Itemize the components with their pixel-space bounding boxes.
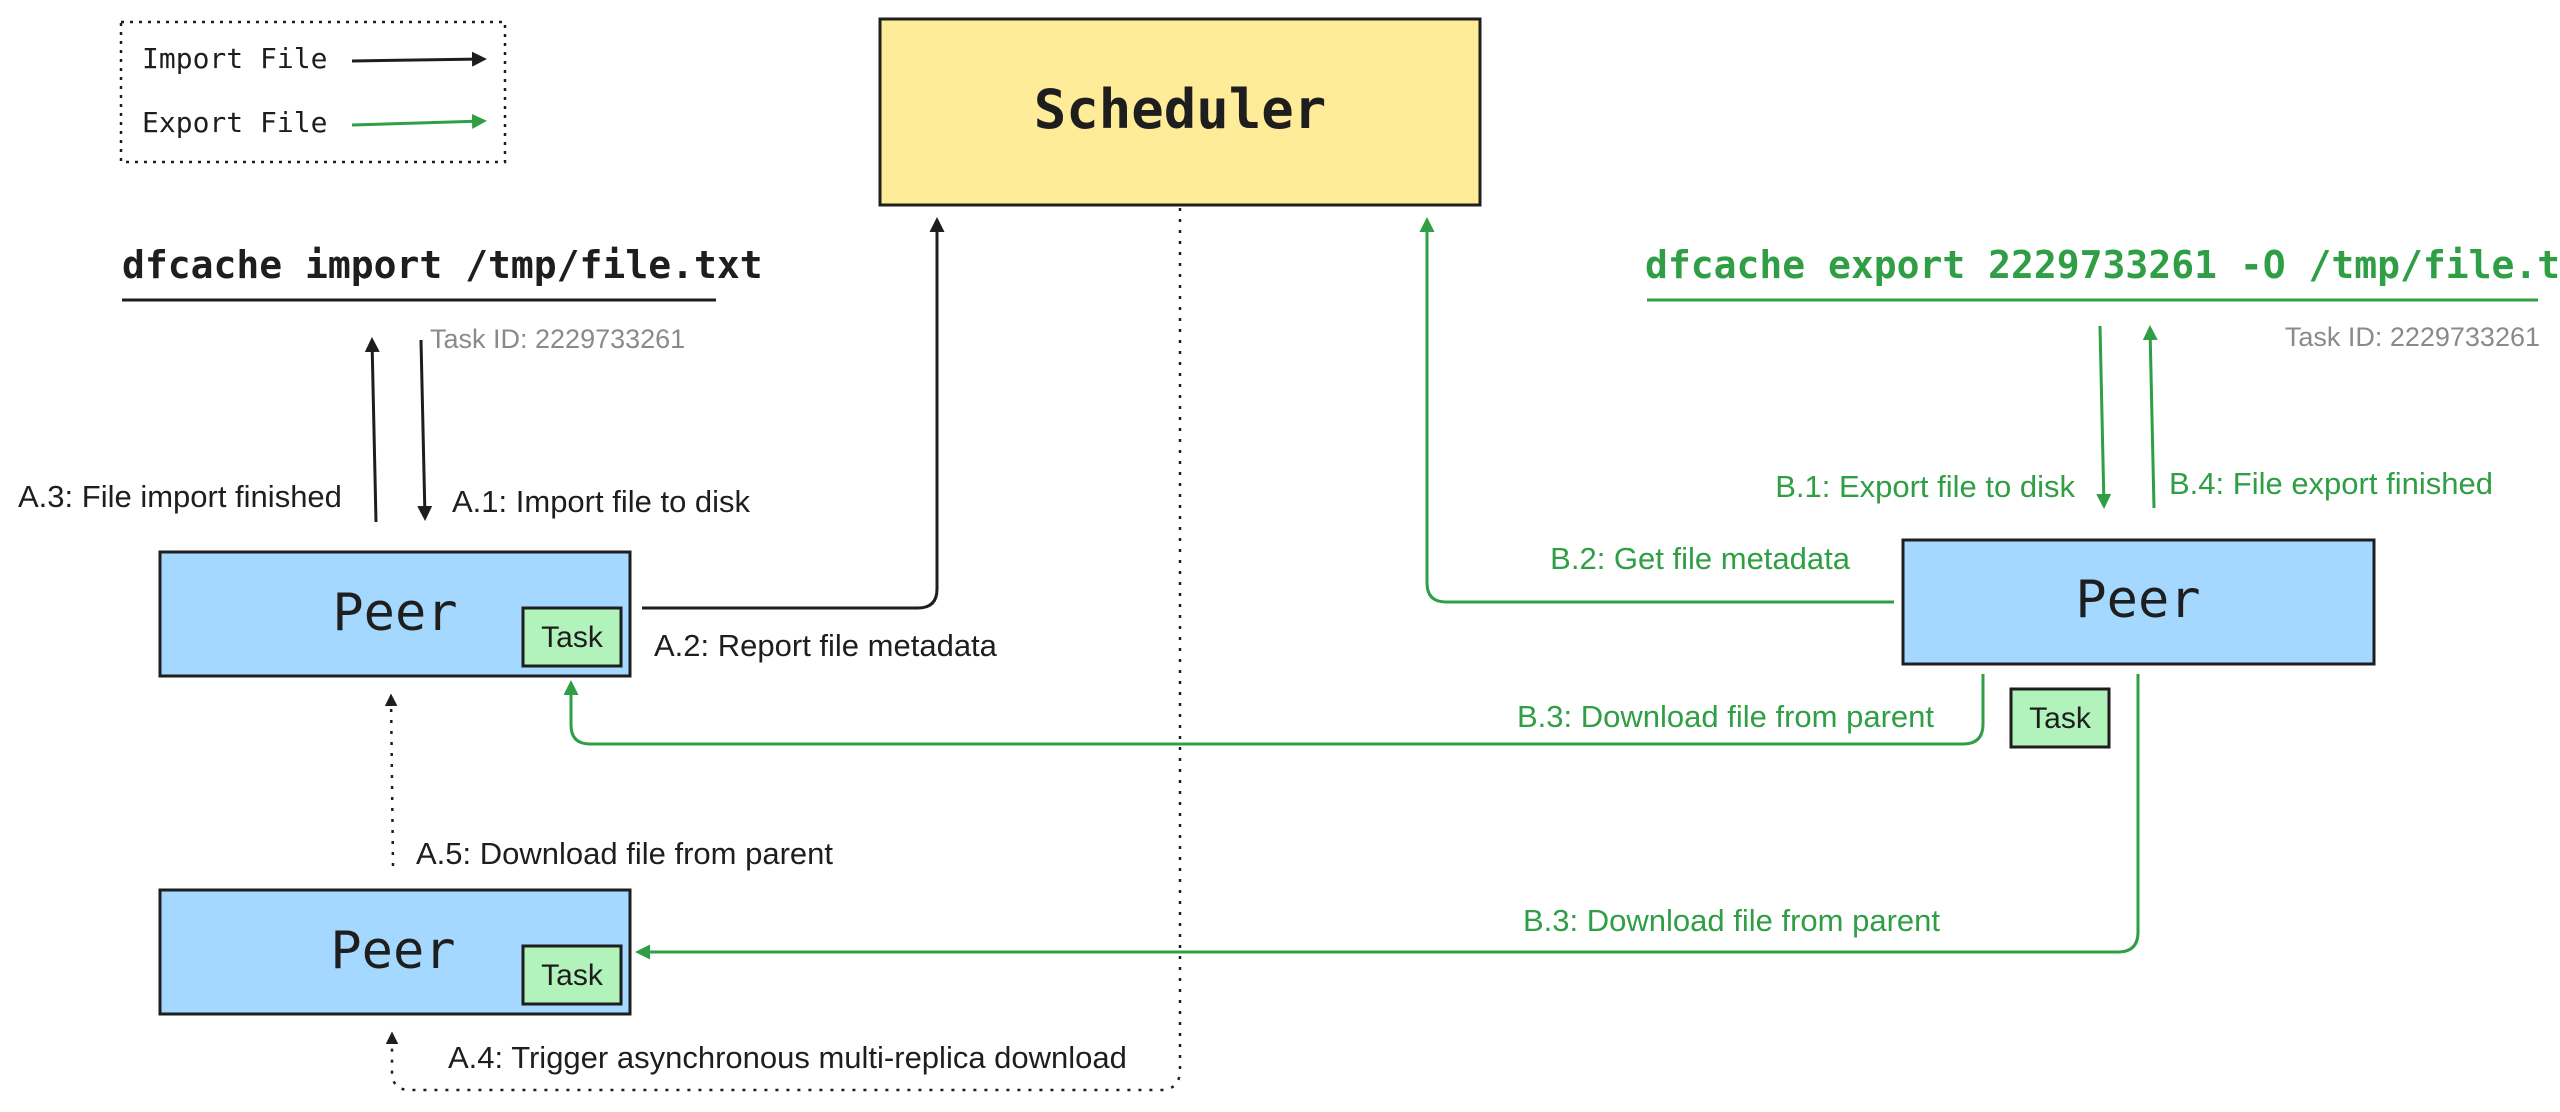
import-task-id: Task ID: 2229733261: [430, 324, 685, 354]
peer-c-task-box: [521, 944, 623, 1006]
arrow-b3-bottom: [635, 674, 2140, 960]
label-b3-top: B.3: Download file from parent: [1517, 699, 1934, 734]
legend-import-label: Import File: [142, 42, 327, 75]
label-b4: B.4: File export finished: [2169, 466, 2493, 501]
peer-b-box: [1901, 538, 2376, 666]
scheduler-label: Scheduler: [1034, 78, 1327, 141]
arrow-b3-top: [563, 674, 1985, 746]
export-task-id: Task ID: 2229733261: [2285, 322, 2540, 352]
peer-a-task-label: Task: [541, 621, 604, 654]
export-command: dfcache export 2229733261 -O /tmp/file.t…: [1645, 243, 2560, 352]
export-command-text: dfcache export 2229733261 -O /tmp/file.t…: [1645, 243, 2560, 287]
peer-node-b: Peer Task: [1901, 538, 2376, 749]
label-b2: B.2: Get file metadata: [1550, 541, 1851, 576]
scheduler-node: Scheduler: [878, 17, 1482, 207]
label-b1: B.1: Export file to disk: [1775, 469, 2075, 504]
arrow-a5: [384, 693, 398, 867]
arrow-a3: [364, 337, 380, 523]
peer-b-task-box: [2009, 687, 2111, 749]
label-a2: A.2: Report file metadata: [654, 628, 998, 663]
label-a3: A.3: File import finished: [18, 479, 342, 514]
peer-node-a: Peer Task: [158, 550, 632, 678]
label-b3-bottom: B.3: Download file from parent: [1523, 903, 1940, 938]
label-a4: A.4: Trigger asynchronous multi-replica …: [448, 1040, 1127, 1075]
peer-b-task-label: Task: [2029, 702, 2092, 735]
peer-a-label: Peer: [332, 583, 457, 643]
import-command-text: dfcache import /tmp/file.txt: [122, 243, 763, 287]
legend-export-label: Export File: [142, 106, 327, 139]
peer-c-label: Peer: [330, 921, 455, 981]
import-command: dfcache import /tmp/file.txt Task ID: 22…: [122, 243, 763, 354]
scheduler-box: [878, 17, 1482, 207]
arrow-b2: [1419, 217, 1894, 604]
peer-node-c: Peer Task: [158, 888, 632, 1016]
legend: Import File Export File: [119, 20, 507, 164]
peer-a-task-box: [521, 606, 623, 668]
legend-border: [119, 20, 507, 164]
label-a1: A.1: Import file to disk: [452, 484, 751, 519]
legend-import-arrow: [351, 51, 487, 67]
peer-c-task-label: Task: [541, 959, 604, 992]
arrow-a1: [417, 339, 433, 521]
arrow-b4: [2142, 325, 2158, 509]
label-a5: A.5: Download file from parent: [416, 836, 833, 871]
arrow-a2: [642, 217, 945, 610]
scheduler-dotted-line: [385, 208, 1182, 1092]
legend-export-arrow: [351, 113, 487, 129]
peer-b-label: Peer: [2075, 570, 2200, 630]
arrow-b1: [2096, 325, 2112, 509]
